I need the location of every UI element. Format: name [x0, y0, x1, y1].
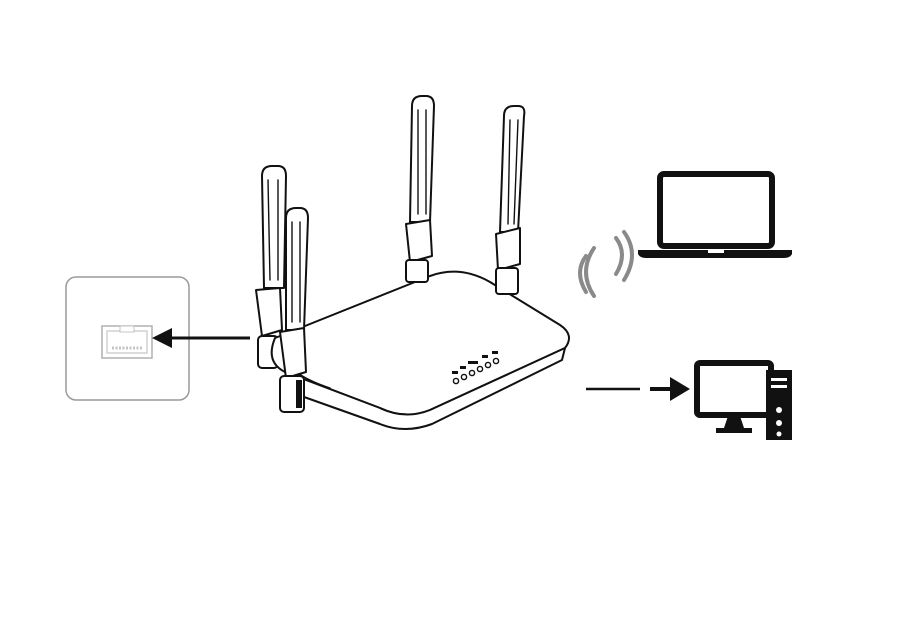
laptop-icon	[638, 171, 792, 258]
desktop-computer-icon	[694, 360, 792, 440]
lan-cable-arrow	[586, 377, 690, 401]
antenna-back-right	[495, 105, 526, 295]
ethernet-port-icon	[101, 325, 153, 359]
led-indicator	[452, 377, 460, 385]
router-led-panel	[452, 351, 500, 385]
router-body	[270, 270, 570, 430]
antenna-front-left	[279, 207, 309, 413]
led-indicator	[484, 361, 492, 369]
wifi-signal-icon	[578, 230, 634, 298]
wall-port	[65, 276, 190, 401]
led-indicator	[460, 373, 468, 381]
antenna-back-center	[405, 95, 435, 283]
led-indicator	[492, 357, 500, 365]
led-indicator	[468, 369, 476, 377]
led-indicator	[476, 365, 484, 373]
wan-cable-arrow	[152, 328, 250, 348]
